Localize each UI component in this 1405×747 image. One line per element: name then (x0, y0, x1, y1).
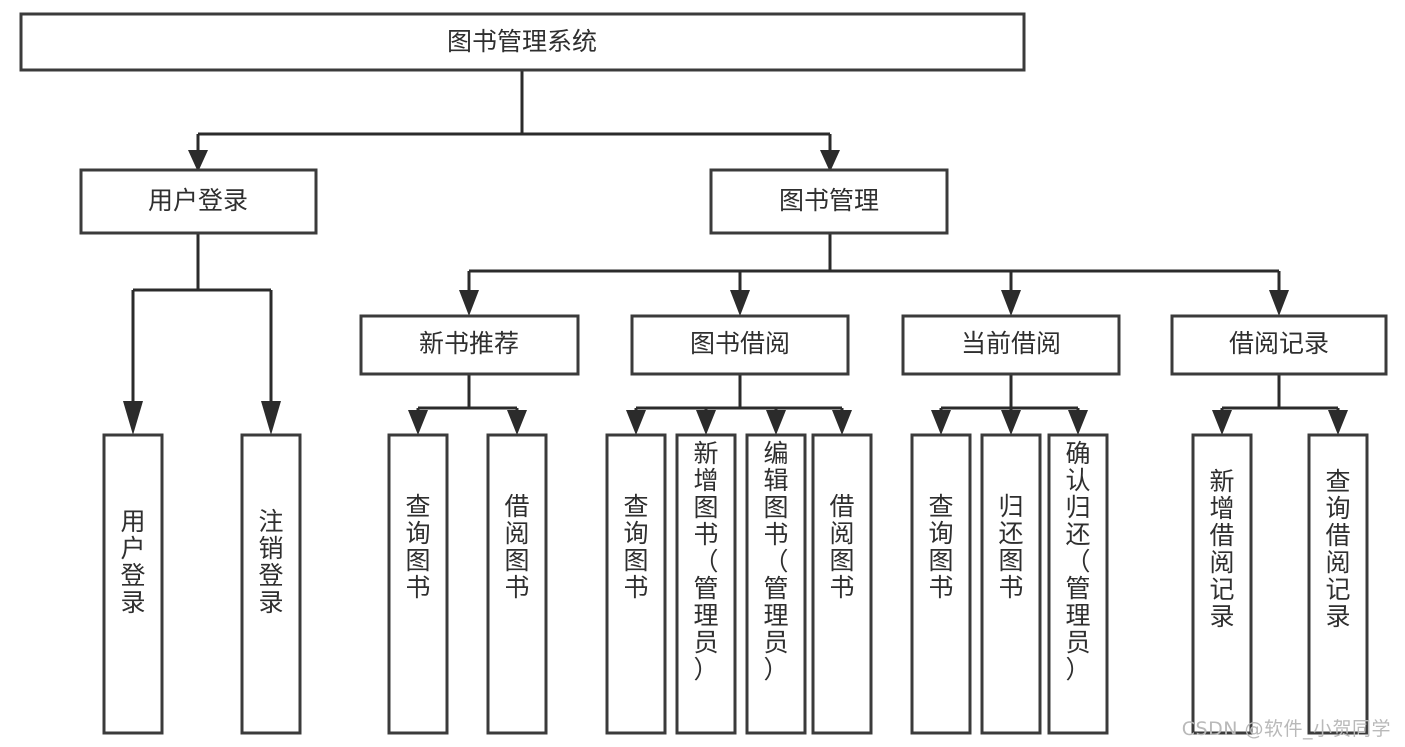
leaf-label: 查询图书 (928, 492, 953, 602)
arrow-head-icon (832, 410, 852, 435)
node-current-borrow-box (901, 314, 1121, 376)
leaf-box (240, 433, 302, 735)
node-current-borrow-label: 当前借阅 (961, 329, 1061, 358)
node-root-system[interactable]: 图书管理系统 (19, 12, 1026, 72)
leaf-current-borrow-1[interactable]: 查询图书 (910, 433, 972, 735)
connectors-borrowrecord-to-leaves (1212, 374, 1348, 435)
node-borrow-record[interactable]: 借阅记录 (1170, 314, 1388, 376)
leaf-label: 归还图书 (998, 492, 1023, 602)
leaf-box (910, 433, 972, 735)
connectors-currentborrow-to-leaves (931, 374, 1088, 435)
leaf-box (486, 433, 548, 735)
leaf-box (1307, 433, 1369, 735)
arrow-head-icon (820, 150, 840, 172)
leaf-label: 用户登录 (120, 507, 145, 617)
leaf-box (1191, 433, 1253, 735)
leaf-box (605, 433, 667, 735)
arrow-head-icon (123, 401, 143, 435)
node-book-management[interactable]: 图书管理 (709, 168, 949, 235)
arrow-head-icon (1269, 290, 1289, 316)
arrow-head-icon (408, 410, 428, 435)
arrow-head-icon (261, 401, 281, 435)
arrow-head-icon (730, 290, 750, 316)
leaf-box (980, 433, 1042, 735)
node-root-box (19, 12, 1026, 72)
arrow-head-icon (459, 290, 479, 316)
node-new-book-recommend[interactable]: 新书推荐 (359, 314, 580, 376)
leaf-label: 新增借阅记录 (1209, 467, 1234, 631)
leaf-box (1047, 433, 1109, 735)
node-book-borrow[interactable]: 图书借阅 (630, 314, 850, 376)
leaf-book-borrow-1[interactable]: 查询图书 (605, 433, 667, 735)
leaf-box (811, 433, 873, 735)
arrow-head-icon (1001, 410, 1021, 435)
arrow-head-icon (931, 410, 951, 435)
connectors-root-to-level2 (188, 70, 840, 172)
leaf-user-login-2[interactable]: 注销登录 (240, 433, 302, 735)
leaf-label: 注销登录 (258, 507, 283, 617)
leaf-label: 查询借阅记录 (1325, 467, 1350, 631)
leaf-label: 借阅图书 (829, 492, 854, 602)
arrow-head-icon (696, 410, 716, 435)
leaf-book-borrow-3[interactable]: 编辑图书（管理员） (745, 433, 807, 735)
leaf-current-borrow-3[interactable]: 确认归还（管理员） (1047, 433, 1109, 735)
leaf-label: 新增图书（管理员） (693, 439, 718, 684)
node-book-management-box (709, 168, 949, 235)
connectors-newbook-to-leaves (408, 374, 527, 435)
leaf-new-book-recommend-2[interactable]: 借阅图书 (486, 433, 548, 735)
node-new-book-recommend-label: 新书推荐 (419, 329, 519, 358)
leaf-book-borrow-2[interactable]: 新增图书（管理员） (675, 433, 737, 735)
node-borrow-record-label: 借阅记录 (1229, 329, 1329, 358)
node-user-login-label: 用户登录 (148, 186, 248, 215)
leaf-new-book-recommend-1[interactable]: 查询图书 (387, 433, 449, 735)
arrow-head-icon (1328, 410, 1348, 435)
connectors-bookborrow-to-leaves (626, 374, 852, 435)
leaf-book-borrow-4[interactable]: 借阅图书 (811, 433, 873, 735)
node-root-label: 图书管理系统 (447, 27, 597, 56)
leaf-box (745, 433, 807, 735)
leaf-borrow-record-2[interactable]: 查询借阅记录 (1307, 433, 1369, 735)
leaf-box (387, 433, 449, 735)
node-book-management-label: 图书管理 (779, 186, 879, 215)
leaf-label: 查询图书 (405, 492, 430, 602)
arrow-head-icon (1001, 290, 1021, 316)
arrow-head-icon (1068, 410, 1088, 435)
leaf-current-borrow-2[interactable]: 归还图书 (980, 433, 1042, 735)
node-user-login-box (79, 168, 318, 235)
arrow-head-icon (1212, 410, 1232, 435)
leaf-label: 编辑图书（管理员） (763, 439, 788, 684)
leaf-box (102, 433, 164, 735)
node-book-borrow-label: 图书借阅 (690, 329, 790, 358)
arrow-head-icon (626, 410, 646, 435)
leaf-borrow-record-1[interactable]: 新增借阅记录 (1191, 433, 1253, 735)
leaf-label: 确认归还（管理员） (1065, 439, 1090, 684)
arrow-head-icon (766, 410, 786, 435)
leaf-label: 查询图书 (623, 492, 648, 602)
node-new-book-recommend-box (359, 314, 580, 376)
node-borrow-record-box (1170, 314, 1388, 376)
node-user-login[interactable]: 用户登录 (79, 168, 318, 235)
leaf-label: 借阅图书 (504, 492, 529, 602)
node-current-borrow[interactable]: 当前借阅 (901, 314, 1121, 376)
leaf-box (675, 433, 737, 735)
arrow-head-icon (507, 410, 527, 435)
connectors-userlogin-to-leaves (123, 233, 281, 435)
leaf-user-login-1[interactable]: 用户登录 (102, 433, 164, 735)
arrow-head-icon (188, 150, 208, 172)
node-book-borrow-box (630, 314, 850, 376)
connectors-bookmgmt-to-level3 (459, 233, 1289, 316)
